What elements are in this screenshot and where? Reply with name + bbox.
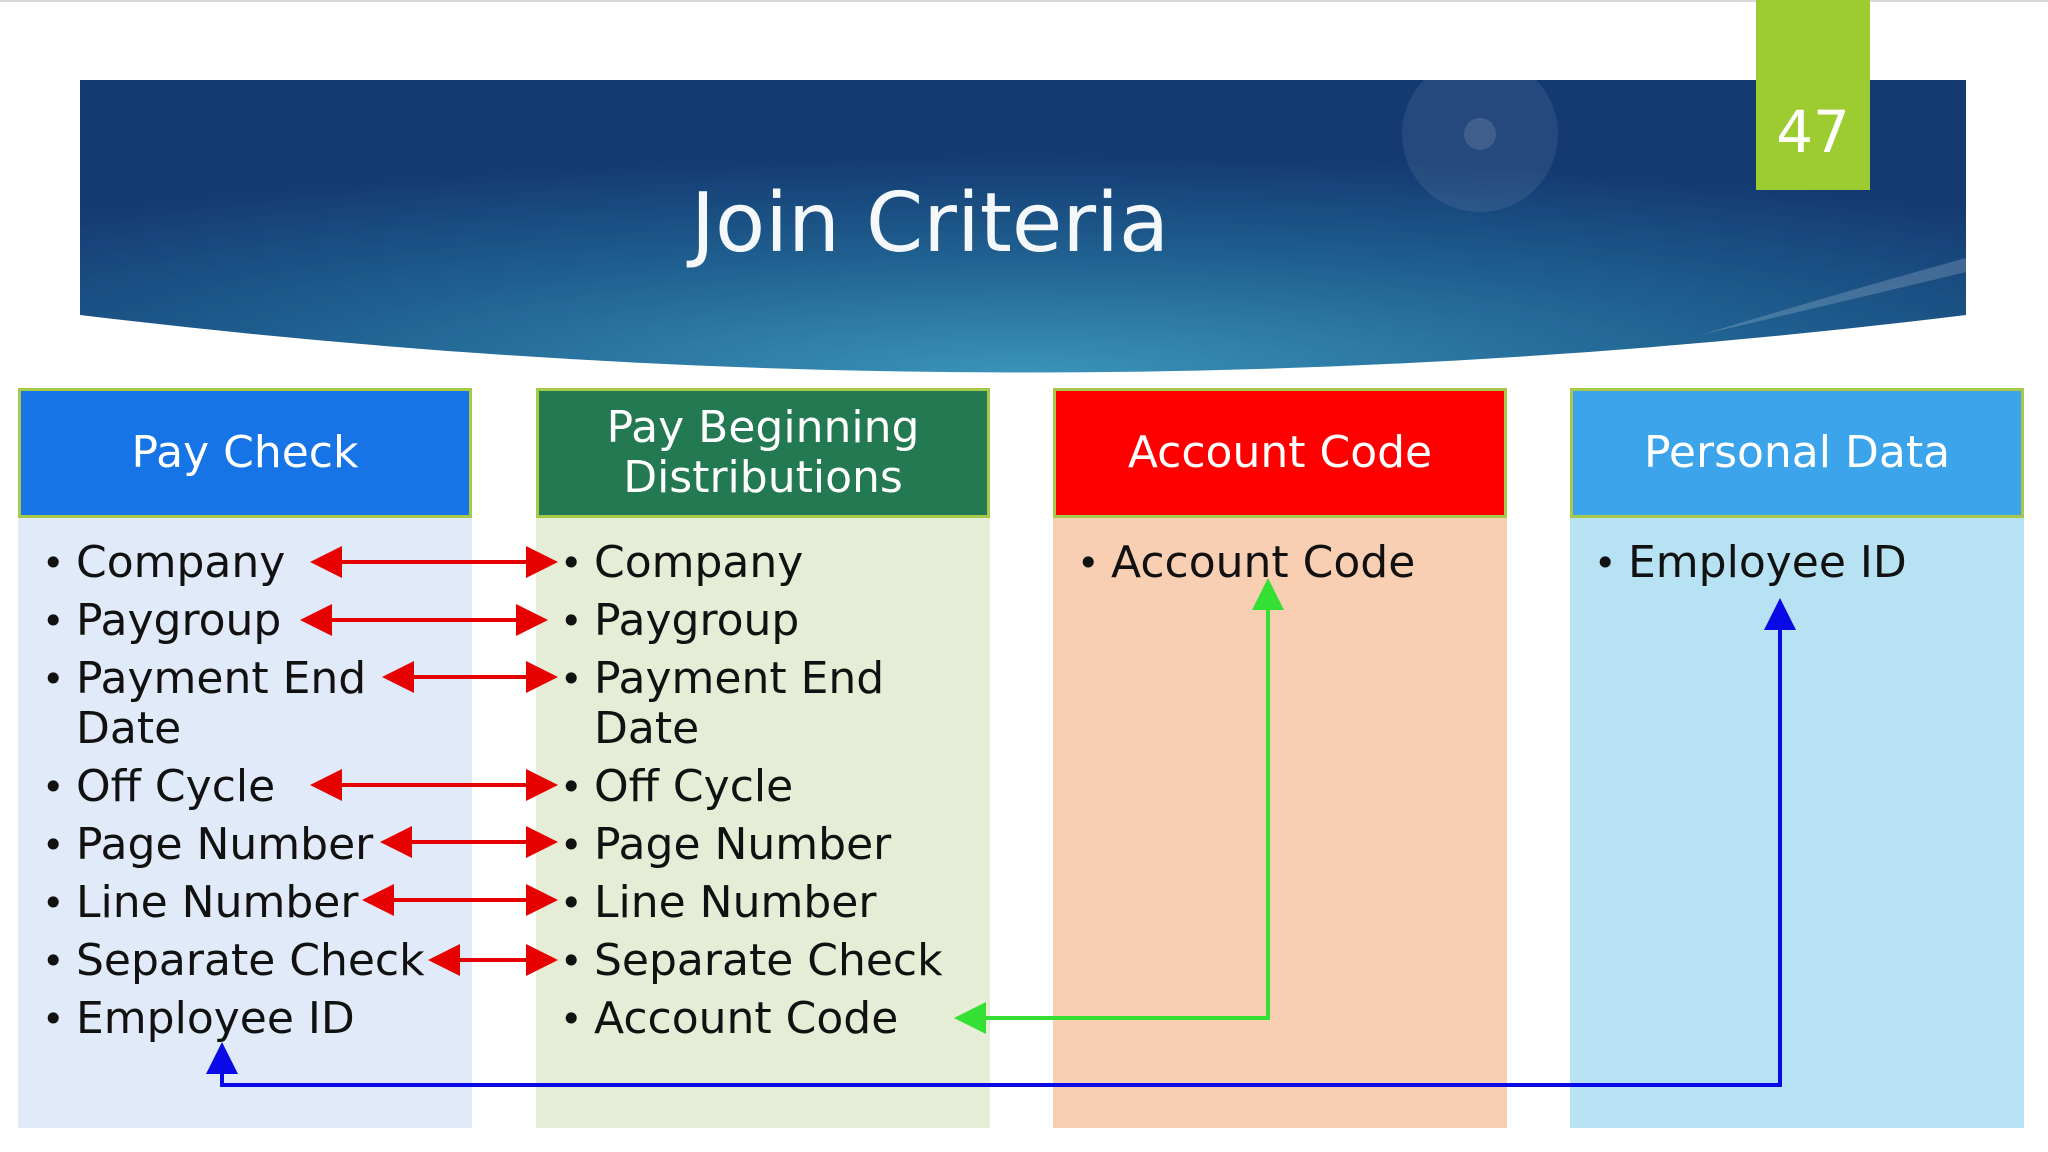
field-paygroup: Paygroup: [42, 596, 472, 647]
table-account-code: Account Code Account Code: [1053, 388, 1507, 1128]
table-header-account-code: Account Code: [1053, 388, 1507, 518]
field-employee-id: Employee ID: [1594, 538, 2024, 589]
field-payment-end-date: Payment End Date: [42, 654, 472, 754]
field-separate-check: Separate Check: [42, 936, 472, 987]
table-fields-pay-beginning-distributions: Company Paygroup Payment End Date Off Cy…: [536, 518, 990, 1128]
field-employee-id: Employee ID: [42, 994, 472, 1045]
field-page-number: Page Number: [560, 820, 990, 871]
table-personal-data: Personal Data Employee ID: [1570, 388, 2024, 1128]
table-fields-personal-data: Employee ID: [1570, 518, 2024, 1128]
top-border: [0, 0, 2048, 2]
field-company: Company: [42, 538, 472, 589]
field-account-code: Account Code: [560, 994, 990, 1045]
field-separate-check: Separate Check: [560, 936, 990, 987]
field-off-cycle: Off Cycle: [560, 762, 990, 813]
field-page-number: Page Number: [42, 820, 472, 871]
table-header-personal-data: Personal Data: [1570, 388, 2024, 518]
field-company: Company: [560, 538, 990, 589]
slide-number: 47: [1756, 0, 1870, 190]
decorative-dot: [1464, 118, 1496, 150]
table-pay-beginning-distributions: Pay Beginning Distributions Company Payg…: [536, 388, 990, 1128]
table-header-pay-check: Pay Check: [18, 388, 472, 518]
table-fields-account-code: Account Code: [1053, 518, 1507, 1128]
field-line-number: Line Number: [42, 878, 472, 929]
field-off-cycle: Off Cycle: [42, 762, 472, 813]
table-header-pay-beginning-distributions: Pay Beginning Distributions: [536, 388, 990, 518]
decorative-circle: [1402, 56, 1558, 212]
slide-title: Join Criteria: [690, 176, 1170, 271]
field-line-number: Line Number: [560, 878, 990, 929]
table-pay-check: Pay Check Company Paygroup Payment End D…: [18, 388, 472, 1128]
field-paygroup: Paygroup: [560, 596, 990, 647]
title-banner: [80, 56, 1966, 373]
field-payment-end-date: Payment End Date: [560, 654, 990, 754]
table-fields-pay-check: Company Paygroup Payment End Date Off Cy…: [18, 518, 472, 1128]
field-account-code: Account Code: [1077, 538, 1507, 589]
